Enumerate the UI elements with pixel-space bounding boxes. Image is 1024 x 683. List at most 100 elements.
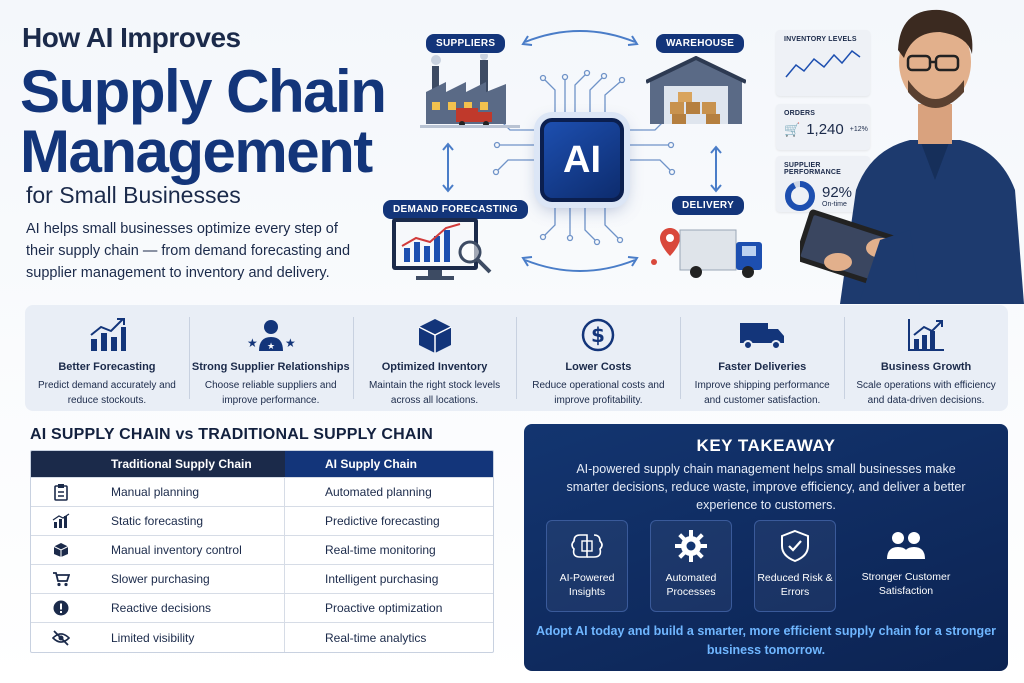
benefit-desc: Maintain the right stock levels across a… [368, 380, 501, 406]
box-icon [418, 319, 451, 353]
cell-traditional: Manual planning [91, 478, 285, 506]
cell-traditional: Static forecasting [91, 507, 285, 535]
cell-ai: Predictive forecasting [325, 514, 440, 528]
delivery-truck-icon [651, 228, 762, 278]
benefit-faster-deliveries: Faster Deliveries Improve shipping perfo… [680, 305, 844, 411]
brain-chip-icon [571, 534, 603, 558]
bar-chart-up-icon [90, 318, 126, 351]
benefit-desc: Choose reliable suppliers and improve pe… [204, 380, 337, 406]
benefit-desc: Scale operations with efficiency and dat… [856, 380, 996, 406]
cell-traditional: Slower purchasing [91, 565, 285, 593]
metric-supplier-note: On-time [822, 201, 847, 208]
cell-traditional: Reactive decisions [91, 594, 285, 622]
metric-orders-title: ORDERS [784, 110, 816, 117]
benefit-optimized-inventory: Optimized Inventory Maintain the right s… [352, 305, 517, 411]
table-row: Manual planning Automated planning [31, 478, 493, 507]
truck-icon [740, 323, 785, 350]
metric-orders-value: 1,240 [806, 121, 844, 138]
factory-icon [420, 54, 520, 128]
person-illustration [800, 9, 1024, 304]
metric-orders-delta: +12% [849, 126, 868, 133]
takeaway-card-insights: AI-Powered Insights [546, 520, 628, 612]
metric-supplier-title: SUPPLIER PERFORMANCE [784, 162, 842, 176]
takeaway-card-automation: Automated Processes [650, 520, 732, 612]
benefit-title: Optimized Inventory [381, 361, 488, 373]
alert-icon [53, 600, 69, 616]
title-subtitle: for Small Businesses [26, 182, 241, 208]
table-header-row: Traditional Supply Chain AI Supply Chain [31, 451, 493, 478]
takeaway-card-customers: Stronger Customer Satisfaction [858, 520, 954, 612]
node-label-delivery: DELIVERY [672, 196, 745, 215]
ai-chip: AI [540, 118, 624, 202]
benefits-strip: Better Forecasting Predict demand accura… [25, 305, 1008, 411]
node-label-warehouse: WAREHOUSE [656, 34, 745, 53]
benefit-title: Better Forecasting [58, 361, 156, 373]
benefit-desc: Improve shipping performance and custome… [694, 380, 830, 406]
comparison-title: AI SUPPLY CHAIN vs TRADITIONAL SUPPLY CH… [30, 426, 434, 443]
svg-text:★: ★ [285, 336, 296, 350]
takeaway-card-risk: Reduced Risk & Errors [754, 520, 836, 612]
svg-text:$: $ [591, 323, 605, 347]
benefit-title: Business Growth [880, 361, 972, 373]
intro-text: AI helps small businesses optimize every… [26, 221, 351, 281]
node-label-suppliers: SUPPLIERS [426, 34, 506, 53]
cell-ai: Proactive optimization [325, 601, 443, 615]
key-takeaway-body: AI-powered supply chain management helps… [566, 462, 966, 512]
eye-off-icon [52, 629, 70, 646]
cube-icon [53, 543, 69, 557]
key-takeaway-panel: KEY TAKEAWAY AI-powered supply chain man… [524, 424, 1008, 671]
shield-check-icon [781, 529, 809, 563]
key-takeaway-title: KEY TAKEAWAY [696, 436, 836, 455]
header-ai: AI Supply Chain [285, 451, 493, 477]
table-row: Limited visibility Real-time analytics [31, 623, 493, 652]
benefit-title: Faster Deliveries [718, 361, 807, 373]
benefit-supplier-relationships: ★ ★ ★ Strong Supplier Relationships Choo… [188, 305, 353, 411]
cart-icon [53, 572, 70, 587]
metric-card-orders: ORDERS 🛒 1,240 +12% [776, 104, 870, 150]
table-row: Static forecasting Predictive forecastin… [31, 507, 493, 536]
monitor-chart-icon [392, 218, 492, 280]
takeaway-card-label: Automated Processes [665, 572, 717, 598]
takeaway-card-label: Reduced Risk & Errors [757, 572, 833, 598]
benefit-desc: Reduce operational costs and improve pro… [532, 380, 665, 406]
cart-icon: 🛒 [784, 121, 801, 137]
takeaway-card-label: AI-Powered Insights [559, 572, 615, 598]
table-row: Slower purchasing Intelligent purchasing [31, 565, 493, 594]
growth-chart-icon [908, 319, 945, 351]
cell-traditional: Manual inventory control [91, 536, 285, 564]
call-to-action: Adopt AI today and build a smarter, more… [535, 624, 997, 657]
cell-ai: Real-time monitoring [325, 543, 436, 557]
inventory-line-chart-icon [785, 49, 861, 78]
warehouse-icon [646, 56, 746, 124]
benefit-lower-costs: $ Lower Costs Reduce operational costs a… [516, 305, 680, 411]
benefit-better-forecasting: Better Forecasting Predict demand accura… [25, 305, 189, 411]
benefit-title: Strong Supplier Relationships [191, 361, 350, 373]
person-stars-icon: ★ ★ ★ [247, 320, 296, 352]
cell-traditional: Limited visibility [91, 623, 285, 652]
title-line-2: Management [20, 118, 373, 185]
clipboard-icon [54, 484, 68, 501]
cell-ai: Intelligent purchasing [325, 572, 439, 586]
table-row: Manual inventory control Real-time monit… [31, 536, 493, 565]
title-line-1: Supply Chain [20, 58, 387, 125]
header-traditional: Traditional Supply Chain [91, 451, 285, 477]
benefit-desc: Predict demand accurately and reduce sto… [37, 380, 176, 406]
node-label-demand-forecasting: DEMAND FORECASTING [383, 200, 528, 219]
comparison-table: Traditional Supply Chain AI Supply Chain… [30, 450, 494, 653]
title-kicker: How AI Improves [22, 22, 241, 53]
cell-ai: Automated planning [325, 485, 432, 499]
metric-supplier-value: 92% [822, 184, 853, 201]
takeaway-card-label: Stronger Customer Satisfaction [861, 571, 951, 597]
dollar-coin-icon: $ [582, 318, 615, 352]
supplier-donut-icon [785, 181, 815, 211]
benefit-business-growth: Business Growth Scale operations with ef… [844, 305, 1008, 411]
bar-chart-icon [52, 513, 70, 528]
users-icon [887, 532, 925, 559]
gear-icon [675, 530, 707, 562]
benefit-title: Lower Costs [565, 361, 632, 373]
cell-ai: Real-time analytics [325, 630, 427, 645]
svg-text:★: ★ [267, 342, 275, 352]
table-row: Reactive decisions Proactive optimizatio… [31, 594, 493, 623]
metric-inventory-title: INVENTORY LEVELS [784, 36, 857, 43]
metric-card-inventory: INVENTORY LEVELS [776, 30, 870, 96]
